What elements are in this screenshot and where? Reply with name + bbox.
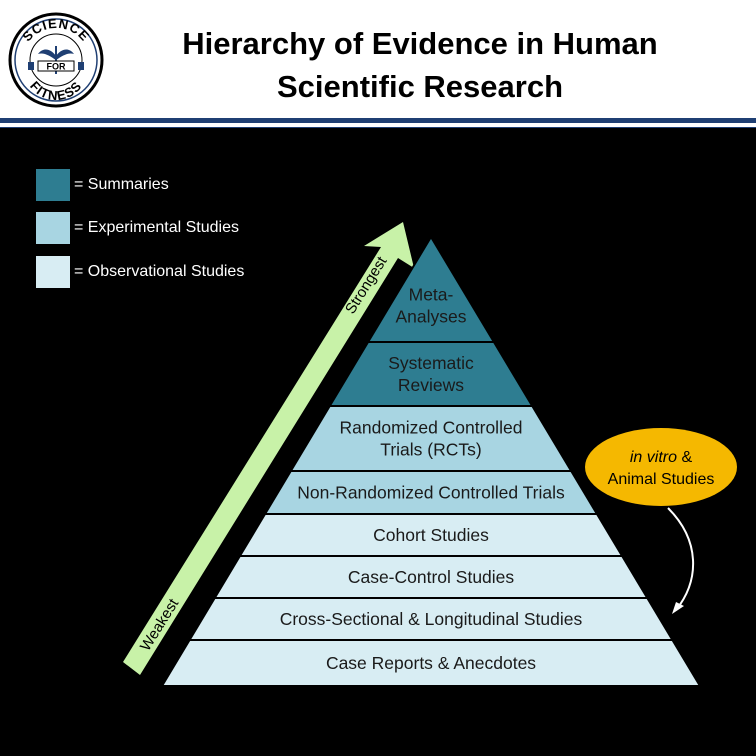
- legend-swatch-experimental: [36, 212, 70, 244]
- legend-label-experimental: = Experimental Studies: [74, 219, 239, 236]
- legend-item-observational: = Observational Studies: [36, 256, 244, 288]
- pyramid-tier-label: Randomized Controlled: [340, 418, 523, 438]
- callout-arrow-head: [672, 602, 684, 614]
- page-title: Hierarchy of Evidence in Human Scientifi…: [120, 22, 720, 108]
- pyramid-tier-label: Case-Control Studies: [348, 567, 515, 587]
- pyramid-tier: [327, 341, 535, 407]
- callout-italic-text: in vitro: [630, 449, 677, 466]
- header-banner: SCIENCE FITNESS FOR Hierarchy of Evidenc…: [0, 0, 756, 123]
- title-line-1: Hierarchy of Evidence in Human: [182, 26, 658, 61]
- pyramid-tier-label: Cohort Studies: [373, 525, 489, 545]
- pyramid-tier-label: Analyses: [395, 307, 466, 327]
- legend-label-summaries: = Summaries: [74, 176, 169, 193]
- pyramid-tier: [289, 405, 573, 472]
- science-for-fitness-logo: SCIENCE FITNESS FOR: [8, 12, 104, 108]
- legend-item-summaries: = Summaries: [36, 169, 169, 201]
- pyramid: Meta-AnalysesSystematicReviewsRandomized…: [160, 235, 702, 687]
- pyramid-tier-label: Reviews: [398, 375, 464, 395]
- legend-swatch-observational: [36, 256, 70, 288]
- pyramid-tier-label: Case Reports & Anecdotes: [326, 653, 536, 673]
- header-divider-line: [0, 127, 756, 128]
- pyramid-tier-label: Cross-Sectional & Longitudinal Studies: [280, 609, 583, 629]
- logo-middle-text: FOR: [47, 62, 66, 72]
- legend-item-experimental: = Experimental Studies: [36, 212, 239, 244]
- pyramid-tier-label: Trials (RCTs): [380, 440, 481, 460]
- legend-label-observational: = Observational Studies: [74, 263, 245, 280]
- callout-line-2: Animal Studies: [608, 471, 715, 488]
- pyramid-tier-label: Meta-: [409, 285, 454, 305]
- title-line-2: Scientific Research: [276, 69, 564, 104]
- header-divider: [0, 123, 756, 127]
- strength-arrow: [123, 222, 414, 675]
- callout-line-1: in vitro &: [630, 449, 693, 466]
- callout-line-1-rest: &: [677, 449, 692, 466]
- pyramid-tier-label: Systematic: [388, 353, 474, 373]
- callout-arrow: [667, 507, 694, 611]
- in-vitro-animal-callout: [585, 428, 737, 506]
- pyramid-tier-label: Non-Randomized Controlled Trials: [297, 483, 565, 503]
- legend-swatch-summaries: [36, 169, 70, 201]
- pyramid-tier: [160, 639, 702, 687]
